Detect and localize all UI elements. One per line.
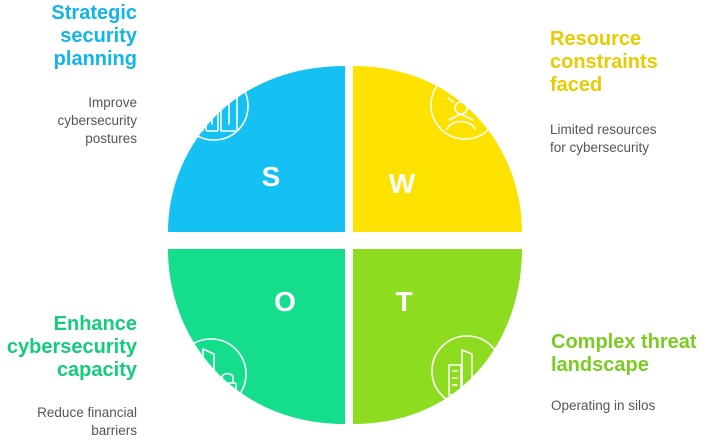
threats-description: Operating in silos: [551, 397, 706, 415]
servers-icon: [179, 71, 249, 141]
strengths-heading: Strategic security planning: [10, 2, 137, 71]
weaknesses-text: Resource constraints faced Limited resou…: [550, 28, 700, 157]
heading-line: constraints: [550, 51, 658, 73]
threats-text: Complex threat landscape Operating in si…: [551, 331, 706, 415]
desc-line: Operating in silos: [551, 398, 656, 413]
strengths-description: Improve cybersecurity postures: [10, 94, 137, 148]
threats-heading: Complex threat landscape: [551, 331, 706, 377]
heading-line: cybersecurity: [6, 336, 137, 358]
resource-warning-icon: [430, 70, 501, 140]
weaknesses-petal: [353, 66, 522, 232]
threats-petal: [353, 249, 522, 424]
heading-line: Complex threat: [551, 331, 697, 353]
heading-line: capacity: [56, 359, 137, 381]
heading-line: faced: [550, 74, 603, 96]
desc-line: Limited resources: [550, 122, 657, 137]
heading-line: Strategic: [51, 2, 137, 24]
weaknesses-heading: Resource constraints faced: [550, 28, 700, 97]
heading-line: Enhance: [53, 313, 137, 335]
desc-line: for cybersecurity: [550, 140, 650, 155]
heading-line: landscape: [551, 354, 649, 376]
desc-line: cybersecurity: [57, 113, 137, 128]
weaknesses-description: Limited resources for cybersecurity: [550, 121, 700, 157]
opportunities-description: Reduce financial barriers: [4, 404, 137, 440]
opportunities-petal: [168, 249, 345, 424]
heading-line: planning: [53, 48, 137, 70]
desc-line: Reduce financial: [37, 405, 137, 420]
strengths-petal: [168, 66, 345, 232]
desc-line: postures: [85, 131, 137, 146]
desc-line: Improve: [88, 95, 137, 110]
heading-line: security: [60, 25, 137, 47]
opportunities-letter: O: [274, 286, 296, 317]
secure-buildings-icon: [175, 338, 247, 410]
opportunities-heading: Enhance cybersecurity capacity: [4, 313, 137, 382]
opportunities-text: Enhance cybersecurity capacity Reduce fi…: [4, 313, 137, 440]
weaknesses-letter: W: [389, 168, 416, 199]
desc-line: barriers: [91, 423, 137, 438]
buildings-warning-icon: [431, 335, 503, 407]
threats-letter: T: [395, 286, 412, 317]
heading-line: Resource: [550, 28, 642, 50]
strengths-letter: S: [262, 161, 281, 192]
strengths-text: Strategic security planning Improve cybe…: [10, 2, 137, 148]
